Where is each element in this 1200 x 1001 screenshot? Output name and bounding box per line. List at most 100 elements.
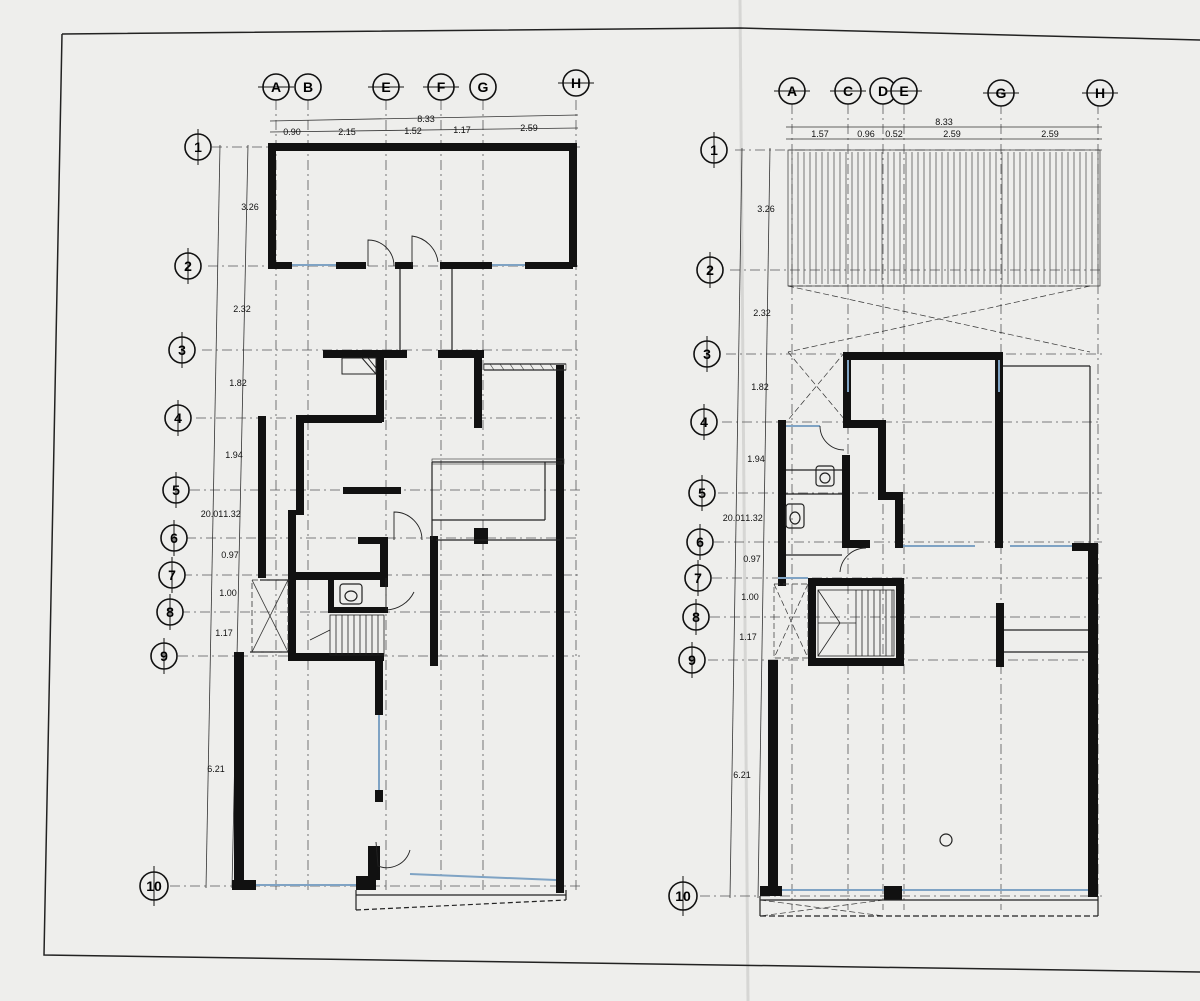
right-row-dim-9: 6.21 <box>733 770 751 780</box>
left-col-bubble-f: F <box>423 73 459 101</box>
left-row-dim-3: 1.82 <box>229 378 247 388</box>
svg-text:2: 2 <box>706 262 714 278</box>
left-col-bubble-e: E <box>368 73 404 101</box>
right-row-dim-5: 1.32 <box>745 513 763 523</box>
right-row-bubble-10: 10 <box>668 876 698 916</box>
svg-text:3: 3 <box>703 346 711 362</box>
svg-text:E: E <box>899 83 908 99</box>
svg-text:C: C <box>843 83 853 99</box>
left-doors <box>367 235 439 869</box>
right-toilet-fixtures <box>785 465 835 529</box>
left-row-dim-9: 6.21 <box>207 764 225 774</box>
left-col-dim-1: 0.90 <box>283 127 301 137</box>
left-row-dim-6: 0.97 <box>221 550 239 560</box>
left-hatch <box>431 363 567 465</box>
right-col-dim-2: 0.96 <box>857 129 875 139</box>
right-row-bubble-6: 6 <box>686 524 714 560</box>
right-row-dim-8: 1.17 <box>739 632 757 642</box>
right-pergola-slats <box>791 152 1099 284</box>
left-row-bubble-7: 7 <box>158 557 186 593</box>
svg-text:H: H <box>571 75 581 91</box>
left-toilet-fixture <box>339 583 363 605</box>
right-column-bubbles: A C D E G H <box>774 77 1118 107</box>
right-plan <box>700 104 1102 917</box>
right-row-dim-3: 1.82 <box>751 382 769 392</box>
svg-text:D: D <box>878 83 888 99</box>
left-row-bubbles: 1 2 3 4 5 6 7 8 9 10 <box>139 129 212 906</box>
right-row-bubble-1: 1 <box>700 132 728 168</box>
left-row-dim-4: 1.94 <box>225 450 243 460</box>
left-walls <box>232 143 577 893</box>
right-windows <box>778 360 1088 891</box>
svg-text:4: 4 <box>700 414 708 430</box>
left-row-bubble-2: 2 <box>174 248 202 284</box>
left-row-dim-1: 3.26 <box>241 202 259 212</box>
svg-text:10: 10 <box>675 888 691 904</box>
right-col-bubble-a: A <box>774 77 810 105</box>
right-row-total: 20.01 <box>723 513 746 523</box>
left-void-cross <box>251 579 289 653</box>
svg-text:6: 6 <box>696 534 704 550</box>
right-col-dim-4: 2.59 <box>943 129 961 139</box>
left-row-bubble-5: 5 <box>162 472 190 508</box>
right-col-bubble-h: H <box>1082 79 1118 107</box>
svg-text:7: 7 <box>694 570 702 586</box>
right-row-dim-4: 1.94 <box>747 454 765 464</box>
svg-text:5: 5 <box>698 485 706 501</box>
svg-text:7: 7 <box>168 567 176 583</box>
right-row-bubble-9: 9 <box>678 642 706 678</box>
left-row-dim-7: 1.00 <box>219 588 237 598</box>
right-row-bubble-3: 3 <box>693 336 721 372</box>
svg-text:4: 4 <box>174 410 182 426</box>
right-row-bubbles: 1 2 3 4 5 6 7 8 9 10 <box>668 132 728 916</box>
right-void-lower <box>759 583 885 917</box>
svg-text:F: F <box>437 79 446 95</box>
left-windows <box>256 264 557 886</box>
left-labels: 0.90 2.15 1.52 1.17 2.59 8.33 3.26 2.32 … <box>201 114 538 774</box>
svg-text:6: 6 <box>170 530 178 546</box>
left-row-dim-5: 1.32 <box>223 509 241 519</box>
svg-text:5: 5 <box>172 482 180 498</box>
right-labels: 1.57 0.96 0.52 2.59 2.59 8.33 3.26 2.32 … <box>723 117 1059 780</box>
right-void-cross <box>787 285 1091 421</box>
left-column-bubbles: A B E F G H <box>258 69 594 101</box>
right-walls <box>760 352 1098 900</box>
left-col-dim-5: 2.59 <box>520 123 538 133</box>
sheet-border <box>43 27 1200 973</box>
left-row-bubble-10: 10 <box>139 866 169 906</box>
svg-text:9: 9 <box>160 648 168 664</box>
svg-text:8: 8 <box>166 604 174 620</box>
svg-text:E: E <box>381 79 390 95</box>
svg-text:1: 1 <box>194 139 202 155</box>
right-col-bubble-c: C <box>830 77 866 105</box>
right-row-dim-6: 0.97 <box>743 554 761 564</box>
svg-text:1: 1 <box>710 142 718 158</box>
right-col-dim-1: 1.57 <box>811 129 829 139</box>
left-plan <box>170 100 580 911</box>
left-col-bubble-a: A <box>258 73 294 101</box>
left-row-dim-2: 2.32 <box>233 304 251 314</box>
left-row-bubble-4: 4 <box>164 400 192 436</box>
svg-text:G: G <box>478 79 489 95</box>
right-row-bubble-7: 7 <box>684 560 712 596</box>
left-col-dim-3: 1.52 <box>404 126 422 136</box>
left-row-bubble-1: 1 <box>184 129 212 165</box>
svg-text:B: B <box>303 79 313 95</box>
left-row-bubble-9: 9 <box>150 638 178 674</box>
left-column-axes <box>275 100 577 890</box>
right-row-bubble-4: 4 <box>690 404 718 440</box>
right-thin-lines <box>759 365 1099 917</box>
left-row-bubble-8: 8 <box>156 594 184 630</box>
right-col-bubble-g: G <box>983 79 1019 107</box>
left-row-dim-8: 1.17 <box>215 628 233 638</box>
left-row-bubble-6: 6 <box>160 520 188 556</box>
svg-text:G: G <box>996 85 1007 101</box>
right-floor-drain <box>939 833 953 847</box>
left-col-bubble-h: H <box>558 69 594 97</box>
right-dimension-lines <box>729 126 1102 899</box>
svg-text:3: 3 <box>178 342 186 358</box>
right-row-dim-7: 1.00 <box>741 592 759 602</box>
right-row-bubble-8: 8 <box>682 599 710 635</box>
left-row-total: 20.01 <box>201 509 224 519</box>
right-col-dim-3: 0.52 <box>885 129 903 139</box>
